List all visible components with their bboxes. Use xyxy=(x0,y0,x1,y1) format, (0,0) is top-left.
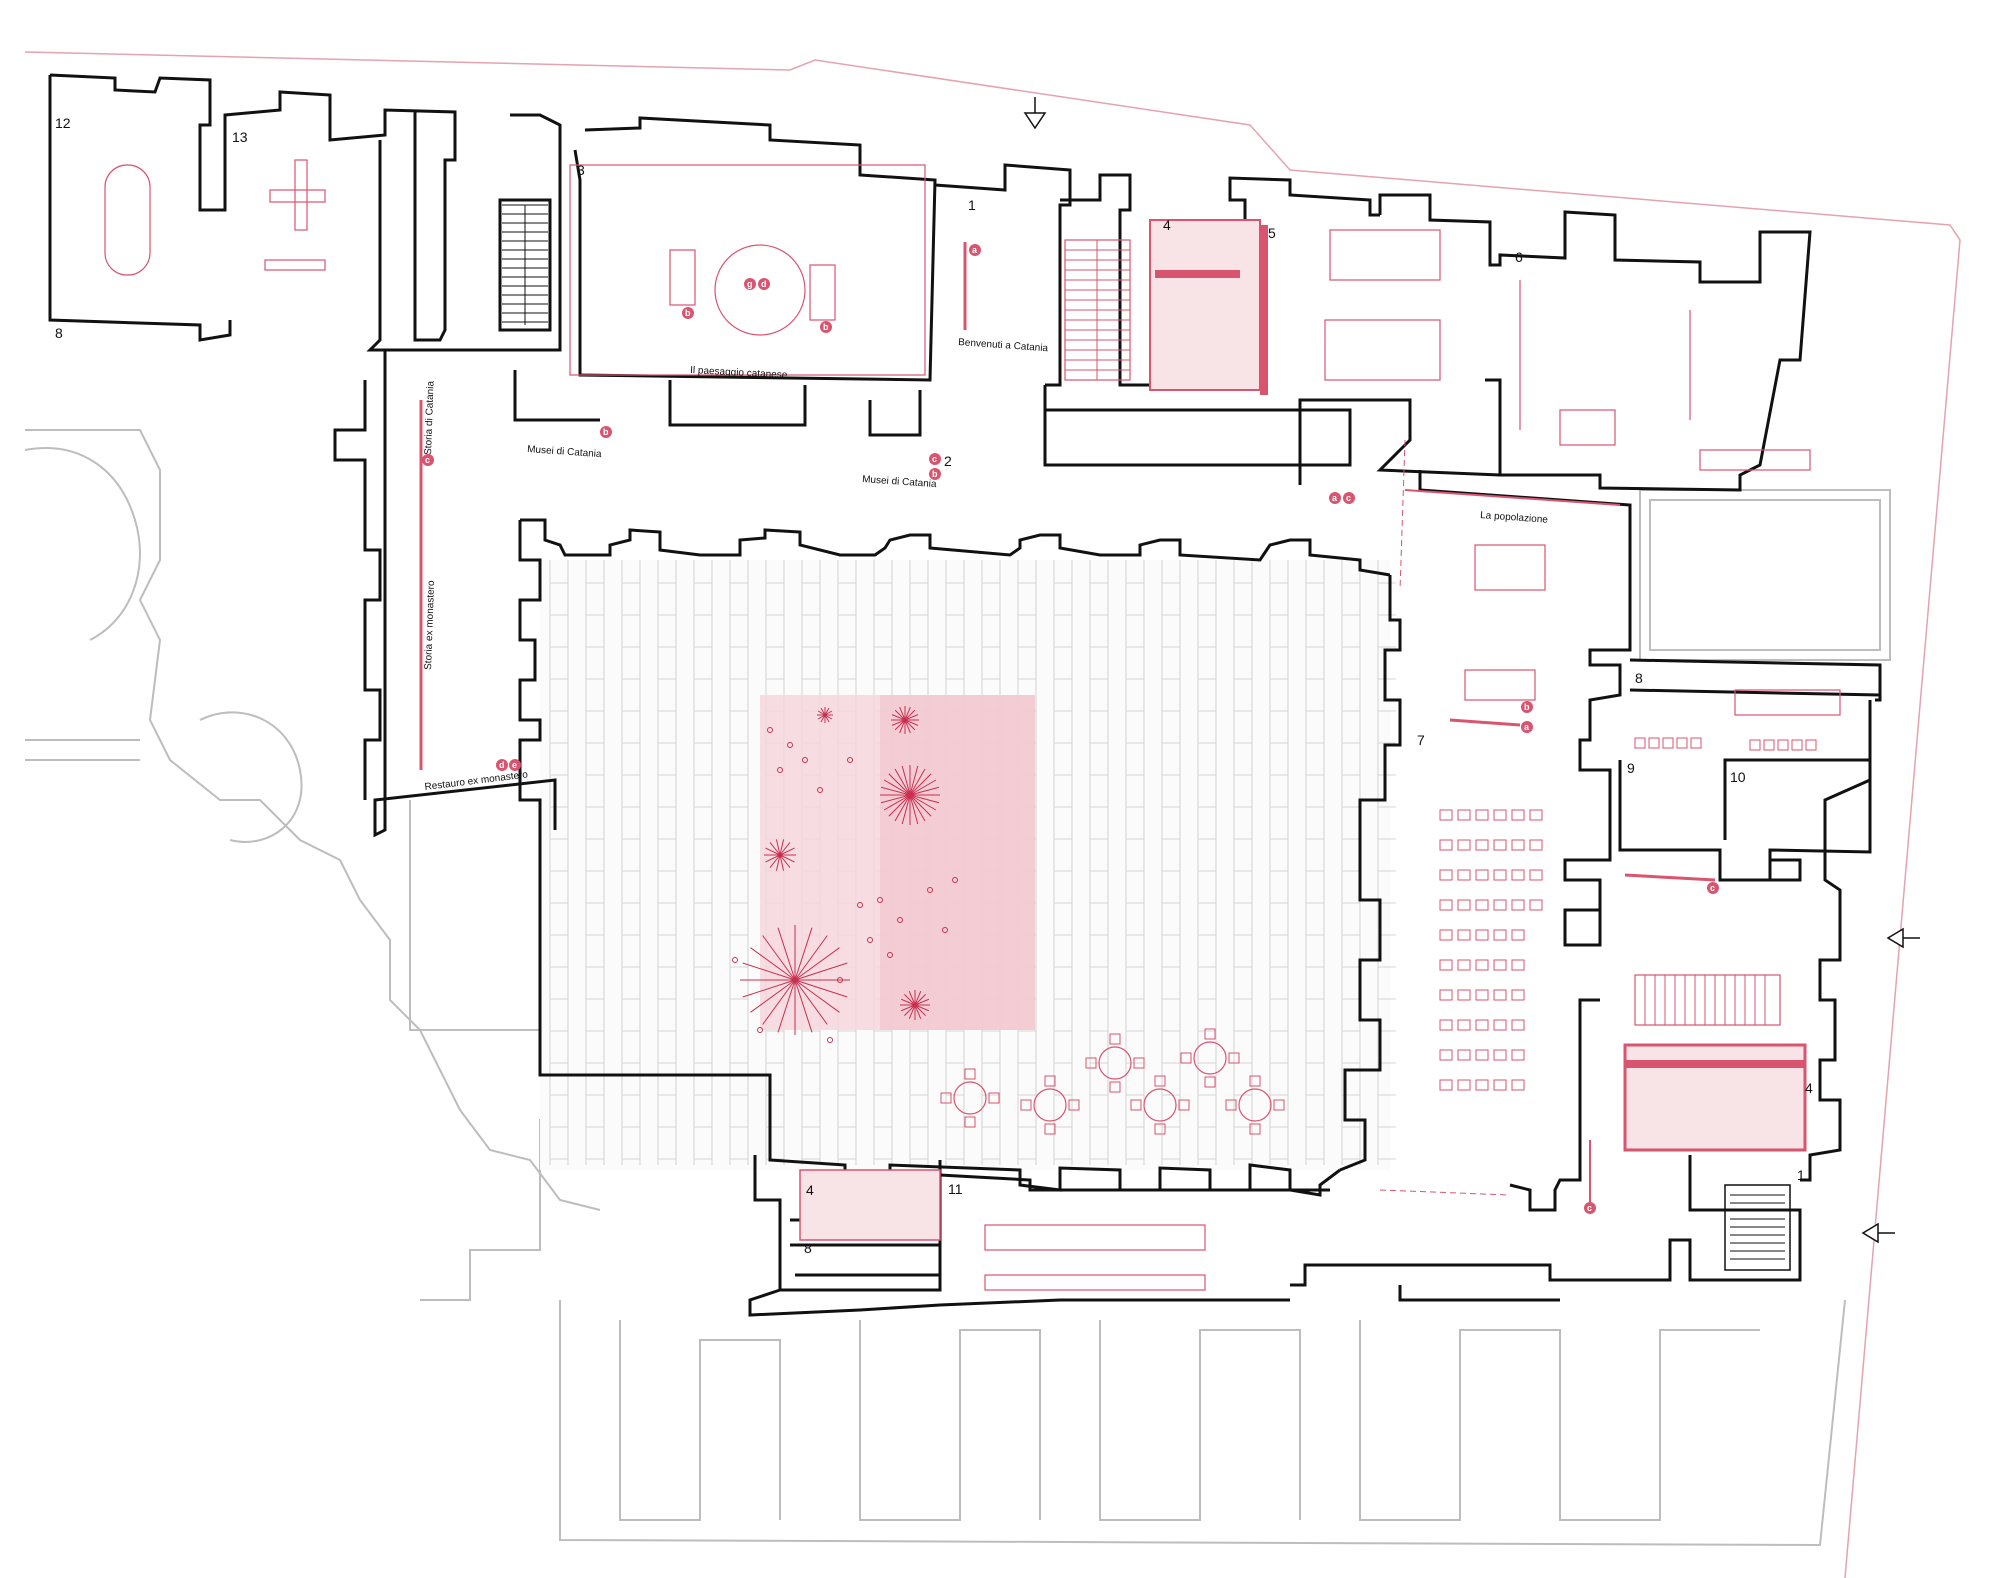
svg-text:a: a xyxy=(972,245,978,255)
svg-text:c: c xyxy=(425,455,430,465)
svg-text:c: c xyxy=(1587,1203,1592,1213)
room-11-number: 11 xyxy=(948,1181,963,1197)
room-4-s-number: 4 xyxy=(806,1182,814,1198)
label-musei-2: Musei di Catania xyxy=(862,474,938,490)
svg-text:b: b xyxy=(932,469,938,479)
exhibit-layout xyxy=(104,159,1841,1291)
garden-area xyxy=(732,695,1035,1043)
label-musei-1: Musei di Catania xyxy=(527,444,603,460)
room-7-number: 7 xyxy=(1417,732,1425,748)
room-1-se-number: 1 xyxy=(1797,1167,1805,1183)
room-5-number: 5 xyxy=(1268,225,1276,241)
svg-text:b: b xyxy=(685,308,691,318)
room-13-number: 13 xyxy=(232,129,248,145)
southeast-stair xyxy=(1724,1184,1791,1271)
north-stair xyxy=(502,204,548,325)
room-8-e-number: 8 xyxy=(1635,670,1643,686)
room-8-s-number: 8 xyxy=(804,1240,812,1256)
svg-text:c: c xyxy=(1710,883,1715,893)
room-12-number: 12 xyxy=(55,115,71,131)
svg-text:c: c xyxy=(932,454,937,464)
room-numbers: 12 13 8 3 1 4 5 6 2 7 8 9 10 4 1 4 8 11 xyxy=(55,115,1813,1256)
entrance-arrow-north xyxy=(1023,97,1047,130)
svg-text:b: b xyxy=(1524,702,1530,712)
room-2-number: 2 xyxy=(944,453,952,469)
room-4-n-number: 4 xyxy=(1163,217,1171,233)
room-4-se-number: 4 xyxy=(1805,1080,1813,1096)
svg-text:c: c xyxy=(1346,493,1351,503)
svg-text:a: a xyxy=(1332,493,1338,503)
svg-text:b: b xyxy=(823,322,829,332)
svg-text:g: g xyxy=(747,279,753,289)
room-1-n-number: 1 xyxy=(968,197,976,213)
entrance-arrow-east-upper xyxy=(1886,927,1920,949)
label-popolazione: La popolazione xyxy=(1480,510,1549,526)
room-10-number: 10 xyxy=(1730,769,1746,785)
svg-text:e: e xyxy=(512,760,517,770)
room-9-number: 9 xyxy=(1627,760,1635,776)
svg-text:d: d xyxy=(761,279,767,289)
room-6-number: 6 xyxy=(1515,249,1523,265)
site-boundary xyxy=(24,51,1961,1578)
label-paesaggio: Il paesaggio catanese xyxy=(690,365,788,381)
building-walls xyxy=(48,73,1882,1317)
label-storia: Storia di Catania xyxy=(423,380,437,455)
entrance-arrow-east-lower xyxy=(1861,1222,1895,1244)
exhibit-markers: a b b g d b c b c d e a c b a c c xyxy=(422,244,1719,1214)
svg-text:a: a xyxy=(1524,722,1530,732)
label-storia-monastero: Storia ex monastero xyxy=(423,580,437,670)
room-8-nw-number: 8 xyxy=(55,325,63,341)
svg-text:d: d xyxy=(499,760,505,770)
svg-text:b: b xyxy=(603,427,609,437)
label-benvenuti: Benvenuti a Catania xyxy=(958,337,1049,354)
room-3-number: 3 xyxy=(577,162,585,178)
